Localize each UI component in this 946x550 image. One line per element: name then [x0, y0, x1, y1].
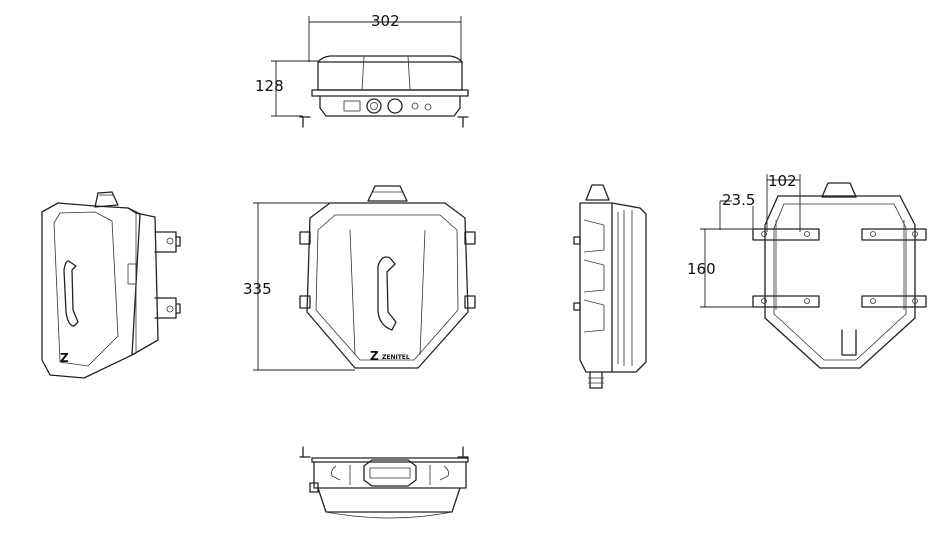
dim-bracket-height: 160	[687, 260, 716, 278]
front-view: Z ZENITEL 335	[243, 185, 476, 371]
side-view	[573, 184, 647, 389]
dim-bracket-offset: 23.5	[722, 191, 755, 209]
dim-bracket-width: 102	[768, 172, 797, 190]
back-view: 102 23.5 160	[687, 172, 927, 369]
isometric-view: Z	[41, 191, 181, 379]
bottom-view	[299, 446, 469, 519]
top-view: 302 128	[255, 12, 469, 128]
brand-text-front: ZENITEL	[382, 354, 410, 361]
brand-logo-front: Z	[370, 349, 379, 363]
dim-width-top: 302	[371, 12, 400, 30]
dim-height-top: 128	[255, 77, 284, 95]
brand-logo-iso: Z	[60, 351, 69, 365]
dim-height-front: 335	[243, 280, 272, 298]
